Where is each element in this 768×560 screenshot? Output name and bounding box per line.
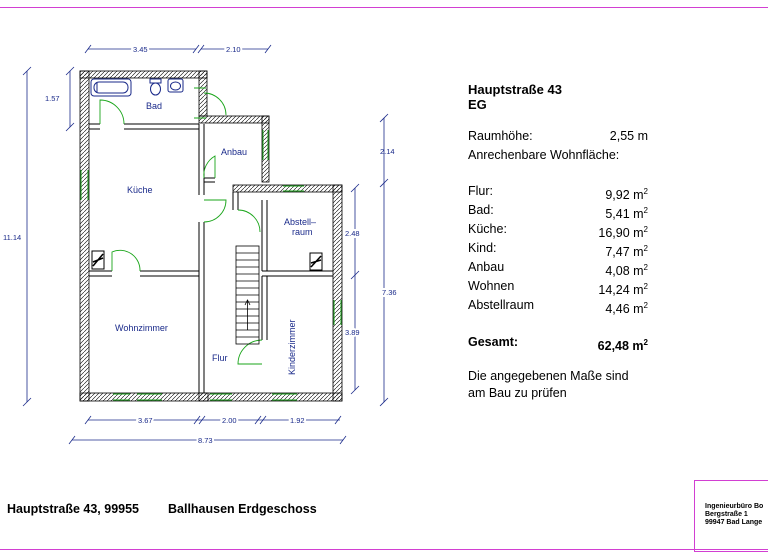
frame-top-line	[0, 7, 768, 8]
footer-address: Hauptstraße 43, 99955	[7, 502, 140, 516]
dim-right-anbau: 2.14	[380, 147, 395, 156]
dim-left-total: 11.14	[3, 233, 21, 242]
stamp-line-2: Bergstraße 1	[705, 511, 748, 518]
office-stamp: Ingenieurbüro Bo Bergstraße 1 99947 Bad …	[694, 480, 768, 552]
room-area-value: 4,08 m2	[605, 263, 648, 279]
outer-walls	[79, 70, 343, 402]
area-heading: Anrechenbare Wohnfläche:	[468, 146, 698, 165]
room-area-row: Anbau 4,08 m2	[468, 258, 698, 278]
dim-bottom-total: 8.73	[198, 436, 213, 445]
toilet	[149, 78, 162, 96]
room-label-abstell-1: Abstell–	[284, 217, 316, 227]
room-area-value: 5,41 m2	[605, 206, 648, 222]
ceiling-height-label: Raumhöhe:	[468, 129, 533, 143]
room-area-name: Flur:	[468, 184, 493, 198]
dimension-lines	[22, 44, 389, 445]
room-label-flur: Flur	[212, 353, 228, 363]
dim-bottom-left: 3.67	[138, 416, 153, 425]
room-area-name: Anbau	[468, 260, 505, 274]
dim-right-abstell: 2.48	[345, 229, 360, 238]
room-area-row: Abstellraum 4,46 m2	[468, 296, 698, 316]
dim-bottom-mid: 2.00	[222, 416, 237, 425]
total-label: Gesamt:	[468, 335, 519, 349]
disclaimer-line-2: am Bau zu prüfen	[468, 386, 567, 400]
room-label-kinderzimmer: Kinderzimmer	[287, 319, 297, 375]
room-label-kueche: Küche	[127, 185, 153, 195]
room-area-name: Küche:	[468, 222, 507, 236]
chimneys	[91, 250, 323, 271]
ceiling-height-value: 2,55 m	[609, 129, 648, 143]
room-label-bad: Bad	[146, 101, 162, 111]
room-label-wohnzimmer: Wohnzimmer	[115, 323, 168, 333]
room-label-anbau: Anbau	[221, 147, 247, 157]
frame-bottom-line	[0, 549, 768, 550]
staircase	[235, 245, 260, 345]
room-area-list: Flur:9,92 m2 Bad:5,41 m2 Küche:16,90 m2 …	[468, 182, 698, 316]
total-row: Gesamt: 62,48 m2	[468, 333, 698, 353]
door-swings	[99, 92, 263, 365]
area-heading-label: Anrechenbare Wohnfläche:	[468, 148, 620, 162]
info-address: Hauptstraße 43	[468, 82, 562, 97]
windows	[80, 87, 342, 401]
dim-top-left: 3.45	[133, 45, 148, 54]
room-area-name: Kind:	[468, 241, 497, 255]
room-label-abstell-2: raum	[292, 227, 313, 237]
room-area-name: Bad:	[468, 203, 494, 217]
ceiling-height-row: Raumhöhe: 2,55 m	[468, 127, 698, 146]
disclaimer-line-1: Die angegebenen Maße sind	[468, 369, 629, 383]
dim-top-right: 2.10	[226, 45, 241, 54]
room-area-value: 9,92 m2	[605, 187, 648, 203]
footer-description: Ballhausen Erdgeschoss	[168, 502, 317, 516]
dim-right-kinder: 3.89	[345, 328, 360, 337]
dimension-labels: 3.45 2.10 1.57 11.14 2.14 7.36 2.48 3.89…	[3, 43, 399, 447]
room-area-row: Kind: 7,47 m2	[468, 239, 698, 259]
room-area-row: Wohnen 14,24 m2	[468, 277, 698, 297]
inner-walls	[89, 123, 333, 393]
disclaimer-note: Die angegebenen Maße sind am Bau zu prüf…	[468, 368, 698, 402]
room-area-row: Flur: 9,92 m2	[468, 182, 698, 202]
room-labels: Bad Küche Anbau Abstell– raum Wohnzimmer…	[115, 101, 316, 375]
stamp-line-3: 99947 Bad Lange	[705, 519, 763, 526]
room-area-value: 7,47 m2	[605, 244, 648, 260]
dim-left-bad: 1.57	[45, 94, 60, 103]
dim-bottom-right: 1.92	[290, 416, 305, 425]
bathtub	[90, 78, 132, 97]
room-area-row: Küche: 16,90 m2	[468, 220, 698, 240]
room-area-value: 16,90 m2	[598, 225, 648, 241]
info-floor: EG	[468, 97, 487, 112]
room-area-row: Bad: 5,41 m2	[468, 201, 698, 221]
room-area-value: 4,46 m2	[605, 301, 648, 317]
stamp-line-1: Ingenieurbüro Bo	[705, 503, 764, 510]
total-value: 62,48 m2	[597, 338, 648, 354]
dim-right-total: 7.36	[382, 288, 397, 297]
room-area-name: Abstellraum	[468, 298, 534, 312]
sink	[167, 78, 184, 93]
area-summary: Hauptstraße 43 EG Raumhöhe: 2,55 m Anrec…	[468, 82, 698, 402]
room-area-name: Wohnen	[468, 279, 515, 293]
room-area-value: 14,24 m2	[598, 282, 648, 298]
